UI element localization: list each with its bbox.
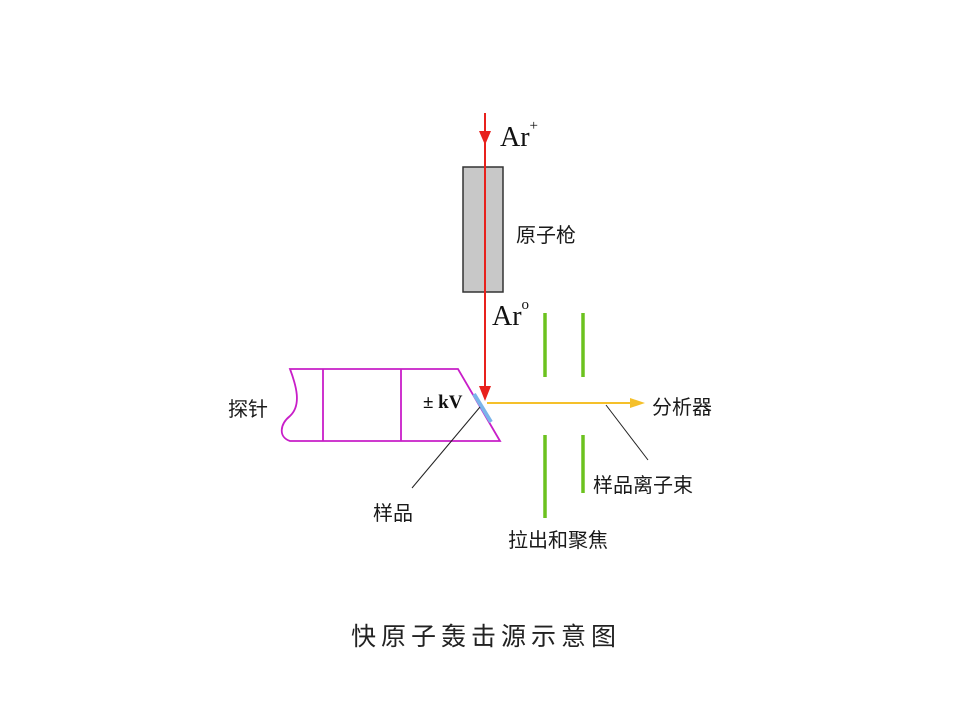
ion-beam-label: 样品离子束 <box>593 473 693 497</box>
ion-beam-leader-line <box>605 404 649 461</box>
ar-plus-label: Ar+ <box>500 117 539 153</box>
ar-beam-arrowhead-top <box>479 131 491 145</box>
sample-strip <box>472 392 493 424</box>
atom-gun-body <box>462 166 504 293</box>
ar-zero-label: Aro <box>492 296 530 332</box>
diagram-caption: 快原子轰击源示意图 <box>351 622 622 651</box>
sample-leader-line <box>411 406 481 489</box>
ion-beam-arrowhead <box>630 398 645 408</box>
probe-label: 探针 <box>228 397 268 421</box>
atom-gun-label: 原子枪 <box>516 223 576 247</box>
voltage-label: ± kV <box>423 392 463 413</box>
sample-label: 样品 <box>373 501 413 525</box>
probe-outline <box>280 368 502 442</box>
ar-beam-arrowhead-bottom <box>479 386 491 401</box>
extraction-focus-label: 拉出和聚焦 <box>508 528 608 552</box>
analyzer-label: 分析器 <box>652 395 712 419</box>
